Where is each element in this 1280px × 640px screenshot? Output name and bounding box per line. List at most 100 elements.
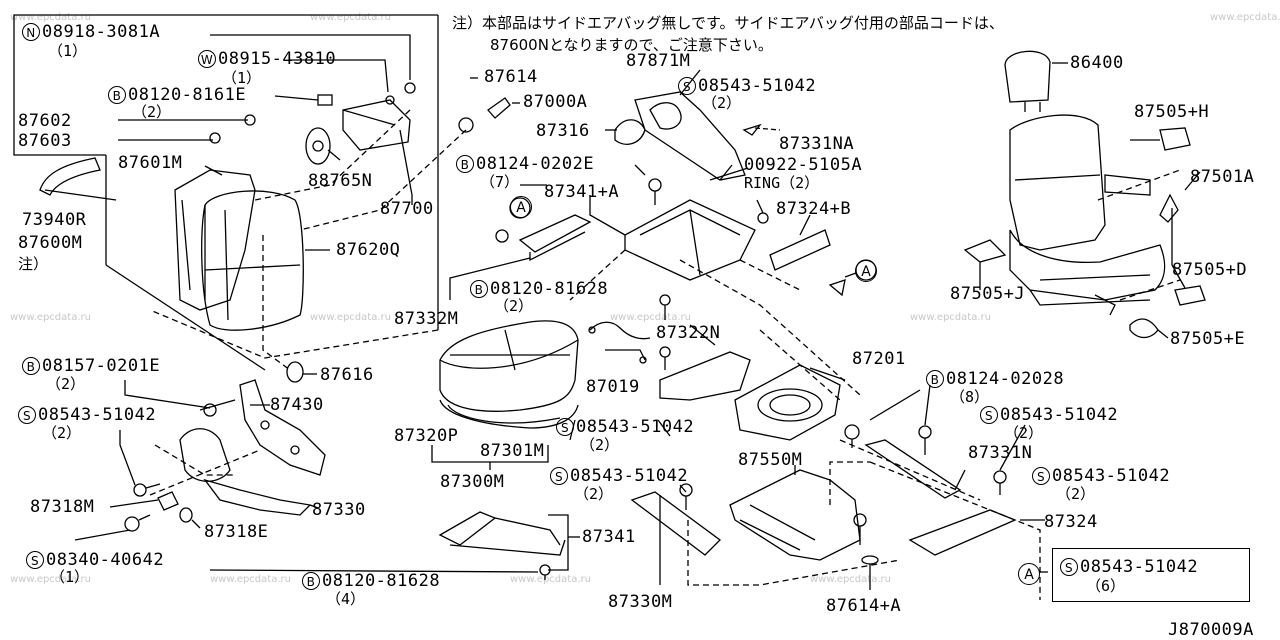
part-code: 08543-51042 bbox=[1000, 405, 1119, 425]
part-code: 08157-0201E bbox=[42, 356, 161, 376]
watermark: www.epcdata.ru bbox=[310, 12, 391, 23]
part-sub-label: RING（2） bbox=[744, 174, 820, 192]
part-label: 87330M bbox=[608, 592, 673, 612]
watermark: www.epcdata.ru bbox=[610, 312, 691, 323]
watermark: www.epcdata.ru bbox=[10, 312, 91, 323]
b-prefix-icon: B bbox=[470, 280, 488, 298]
part-qty: （2） bbox=[1004, 424, 1044, 442]
watermark: www.epcdata.ru bbox=[10, 12, 91, 23]
part-label: 87000A bbox=[523, 92, 588, 112]
part-label: 87602 bbox=[18, 111, 72, 131]
s-prefix-icon: S bbox=[556, 418, 574, 436]
part-label: 87620Q bbox=[336, 240, 401, 260]
part-label: 87501A bbox=[1190, 167, 1255, 187]
part-label: 87614+A bbox=[826, 596, 902, 616]
part-label: 87505+H bbox=[1134, 102, 1210, 122]
part-label: 87301M bbox=[480, 441, 545, 461]
part-qty: （2） bbox=[574, 485, 614, 503]
part-label: 87430 bbox=[270, 395, 324, 415]
part-code: 08543-51042 bbox=[1052, 466, 1171, 486]
part-qty: （1） bbox=[222, 69, 262, 87]
part-label: 87550M bbox=[738, 450, 803, 470]
callout-a-icon: A bbox=[855, 260, 877, 282]
part-label: 87332M bbox=[394, 309, 459, 329]
part-label: 87320P bbox=[394, 426, 459, 446]
part-code: 08120-81628 bbox=[322, 571, 441, 591]
part-label: 87700 bbox=[380, 199, 434, 219]
b-prefix-icon: B bbox=[456, 155, 474, 173]
part-code: 08543-51042 bbox=[1080, 557, 1199, 577]
part-label: 86400 bbox=[1070, 53, 1124, 73]
part-label: 00922-5105A bbox=[744, 155, 863, 175]
part-label: 87614 bbox=[484, 67, 538, 87]
part-qty: （1） bbox=[48, 42, 88, 60]
part-label: 87331N bbox=[968, 443, 1033, 463]
part-label: 87316 bbox=[536, 121, 590, 141]
part-label: 73940R bbox=[22, 210, 87, 230]
part-qty: （2） bbox=[494, 297, 534, 315]
note-line-1: 注）本部品はサイドエアバッグ無しです。サイドエアバッグ付用の部品コードは、 bbox=[452, 14, 1004, 32]
part-label: 87318E bbox=[204, 522, 269, 542]
part-code: 08543-51042 bbox=[576, 417, 695, 437]
part-label: 87322N bbox=[656, 323, 721, 343]
part-code: 08918-3081A bbox=[42, 22, 161, 42]
part-code: 08120-81628 bbox=[490, 279, 609, 299]
part-qty: （2） bbox=[42, 424, 82, 442]
watermark: www.epcdata.ru bbox=[1210, 12, 1280, 23]
watermark: www.epcdata.ru bbox=[10, 574, 91, 585]
part-code: 08543-51042 bbox=[38, 405, 157, 425]
w-prefix-icon: W bbox=[198, 50, 216, 68]
watermark: www.epcdata.ru bbox=[510, 574, 591, 585]
part-label: 87871M bbox=[626, 51, 691, 71]
part-qty: （2） bbox=[46, 375, 86, 393]
callout-a-icon: A bbox=[510, 196, 532, 218]
s-prefix-icon: S bbox=[1032, 467, 1050, 485]
part-label: 87601M bbox=[118, 153, 183, 173]
s-prefix-icon: S bbox=[1060, 558, 1078, 576]
part-label: 87300M bbox=[440, 472, 505, 492]
part-label: 87600M bbox=[18, 233, 83, 253]
s-prefix-icon: S bbox=[26, 551, 44, 569]
part-code: 08340-40642 bbox=[46, 550, 165, 570]
part-qty: （6） bbox=[1086, 577, 1126, 595]
s-prefix-icon: S bbox=[678, 77, 696, 95]
b-prefix-icon: B bbox=[22, 357, 40, 375]
watermark: www.epcdata.ru bbox=[910, 312, 991, 323]
part-qty: （7） bbox=[480, 173, 520, 191]
watermark: www.epcdata.ru bbox=[310, 312, 391, 323]
watermark: www.epcdata.ru bbox=[810, 574, 891, 585]
part-qty: （2） bbox=[132, 103, 172, 121]
part-note-mark: 注） bbox=[18, 255, 49, 273]
part-label: 87324 bbox=[1044, 512, 1098, 532]
b-prefix-icon: B bbox=[926, 370, 944, 388]
s-prefix-icon: S bbox=[980, 406, 998, 424]
callout-box bbox=[1052, 548, 1250, 602]
part-code: 08124-0202E bbox=[476, 154, 595, 174]
part-qty: （1） bbox=[50, 568, 90, 586]
part-qty: （2） bbox=[580, 436, 620, 454]
part-code: 08124-02028 bbox=[946, 369, 1065, 389]
part-qty: （8） bbox=[950, 388, 990, 406]
b-prefix-icon: B bbox=[302, 572, 320, 590]
part-code: 08120-8161E bbox=[128, 85, 247, 105]
s-prefix-icon: S bbox=[550, 467, 568, 485]
part-label: 87331NA bbox=[779, 134, 855, 154]
watermark: www.epcdata.ru bbox=[210, 574, 291, 585]
diagram-code: J870009A bbox=[1168, 620, 1254, 640]
part-code: 08915-43810 bbox=[218, 49, 337, 69]
part-label: 87318M bbox=[30, 497, 95, 517]
part-label: 87330 bbox=[312, 500, 366, 520]
